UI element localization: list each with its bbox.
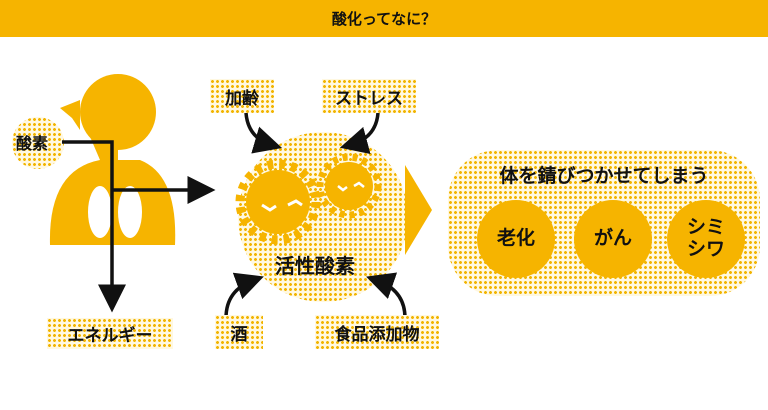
- header-title: 酸化ってなに？: [331, 10, 437, 28]
- aging-label: 加齢: [210, 79, 274, 113]
- stress-label: ストレス: [322, 79, 416, 113]
- active-oxygen-label: 活性酸素: [275, 253, 355, 278]
- effect-cancer: がん: [574, 200, 652, 278]
- arrows: [62, 112, 407, 319]
- energy-label: エネルギー: [47, 318, 173, 349]
- next-arrow-icon: [405, 165, 432, 255]
- effects-title: 体を錆びつかせてしまう: [499, 164, 709, 187]
- effect-label: 老化: [496, 227, 535, 250]
- effect-aging: 老化: [477, 200, 555, 278]
- alcohol-label: 酒: [215, 315, 263, 349]
- effect-label-spots: シミ: [686, 216, 725, 239]
- food-additives-label: 食品添加物: [315, 315, 439, 349]
- effect-spots-wrinkles: シミシワ: [667, 200, 745, 278]
- radical-icon: [235, 153, 382, 245]
- effect-label-wrinkles: シワ: [686, 238, 725, 260]
- oxygen-label: 酸素: [16, 134, 49, 153]
- effect-label: がん: [593, 227, 632, 250]
- oxygen-circle: [12, 117, 64, 169]
- header-bar: 酸化ってなに？: [0, 0, 768, 37]
